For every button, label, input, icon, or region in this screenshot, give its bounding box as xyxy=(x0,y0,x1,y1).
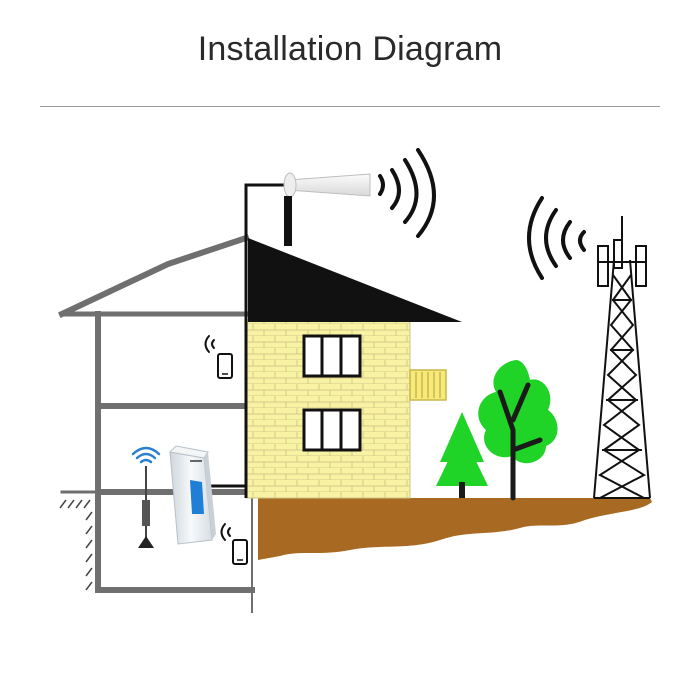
page-title: Installation Diagram xyxy=(197,30,503,68)
wifi-icon xyxy=(131,446,161,464)
title-divider xyxy=(40,106,660,107)
smartphone-icon-upper xyxy=(204,335,233,379)
cell-tower-icon xyxy=(593,216,651,499)
signal-booster-icon xyxy=(168,445,216,545)
window-lower xyxy=(302,408,362,452)
roof xyxy=(248,238,462,322)
outdoor-antenna-icon xyxy=(283,172,371,246)
balcony xyxy=(409,369,447,401)
tree-icon-small xyxy=(436,412,488,498)
window-upper xyxy=(302,334,362,378)
tower-signal-wave-icon xyxy=(527,196,586,280)
indoor-antenna-icon xyxy=(138,466,154,548)
ground xyxy=(250,498,652,560)
tree-icon-large xyxy=(478,360,558,501)
house-section-outline xyxy=(58,234,255,613)
soil-hatch xyxy=(59,499,93,591)
smartphone-icon-basement xyxy=(220,523,248,565)
signal-wave-icon xyxy=(378,148,436,238)
